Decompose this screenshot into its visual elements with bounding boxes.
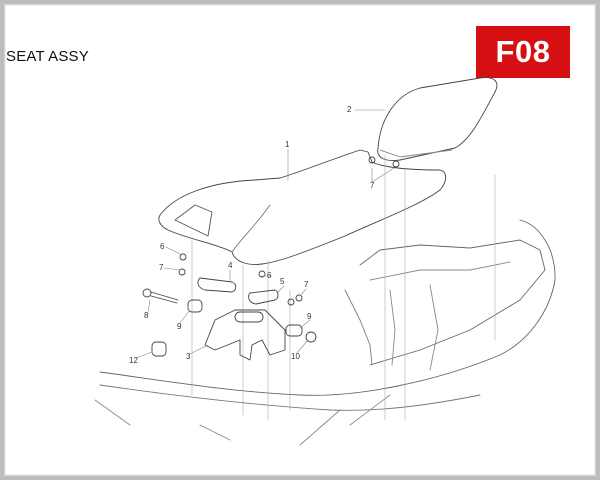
spacer-part-9b <box>285 324 303 337</box>
callout-6: 6 <box>267 271 272 280</box>
callout-9: 9 <box>177 322 182 331</box>
callout-6: 6 <box>160 242 165 251</box>
spacer-part-9a <box>187 299 203 313</box>
page-title: SEAT ASSY <box>6 48 89 65</box>
rear-seat-part <box>377 77 498 161</box>
bracket-part-3 <box>204 309 286 361</box>
main-seat-part <box>158 149 447 265</box>
diagram-frame <box>4 4 596 476</box>
callout-7: 7 <box>304 280 309 289</box>
callout-5: 5 <box>280 277 285 286</box>
callout-1: 1 <box>285 140 290 149</box>
callout-9: 9 <box>307 312 312 321</box>
callout-12: 12 <box>129 356 138 365</box>
callout-3: 3 <box>186 352 191 361</box>
callout-8: 8 <box>144 311 149 320</box>
plate-part-4 <box>197 277 237 293</box>
nut-part-10 <box>305 331 317 343</box>
callout-7: 7 <box>370 181 375 190</box>
callout-10: 10 <box>291 352 300 361</box>
callout-2: 2 <box>347 105 352 114</box>
callout-4: 4 <box>228 261 233 270</box>
bolt-part-8 <box>142 288 179 304</box>
callout-7: 7 <box>159 263 164 272</box>
screws-part-6-7 <box>178 156 400 306</box>
plate-part-5 <box>248 289 279 305</box>
section-code-badge: F08 <box>476 26 570 78</box>
bushing-part-12 <box>151 341 167 357</box>
